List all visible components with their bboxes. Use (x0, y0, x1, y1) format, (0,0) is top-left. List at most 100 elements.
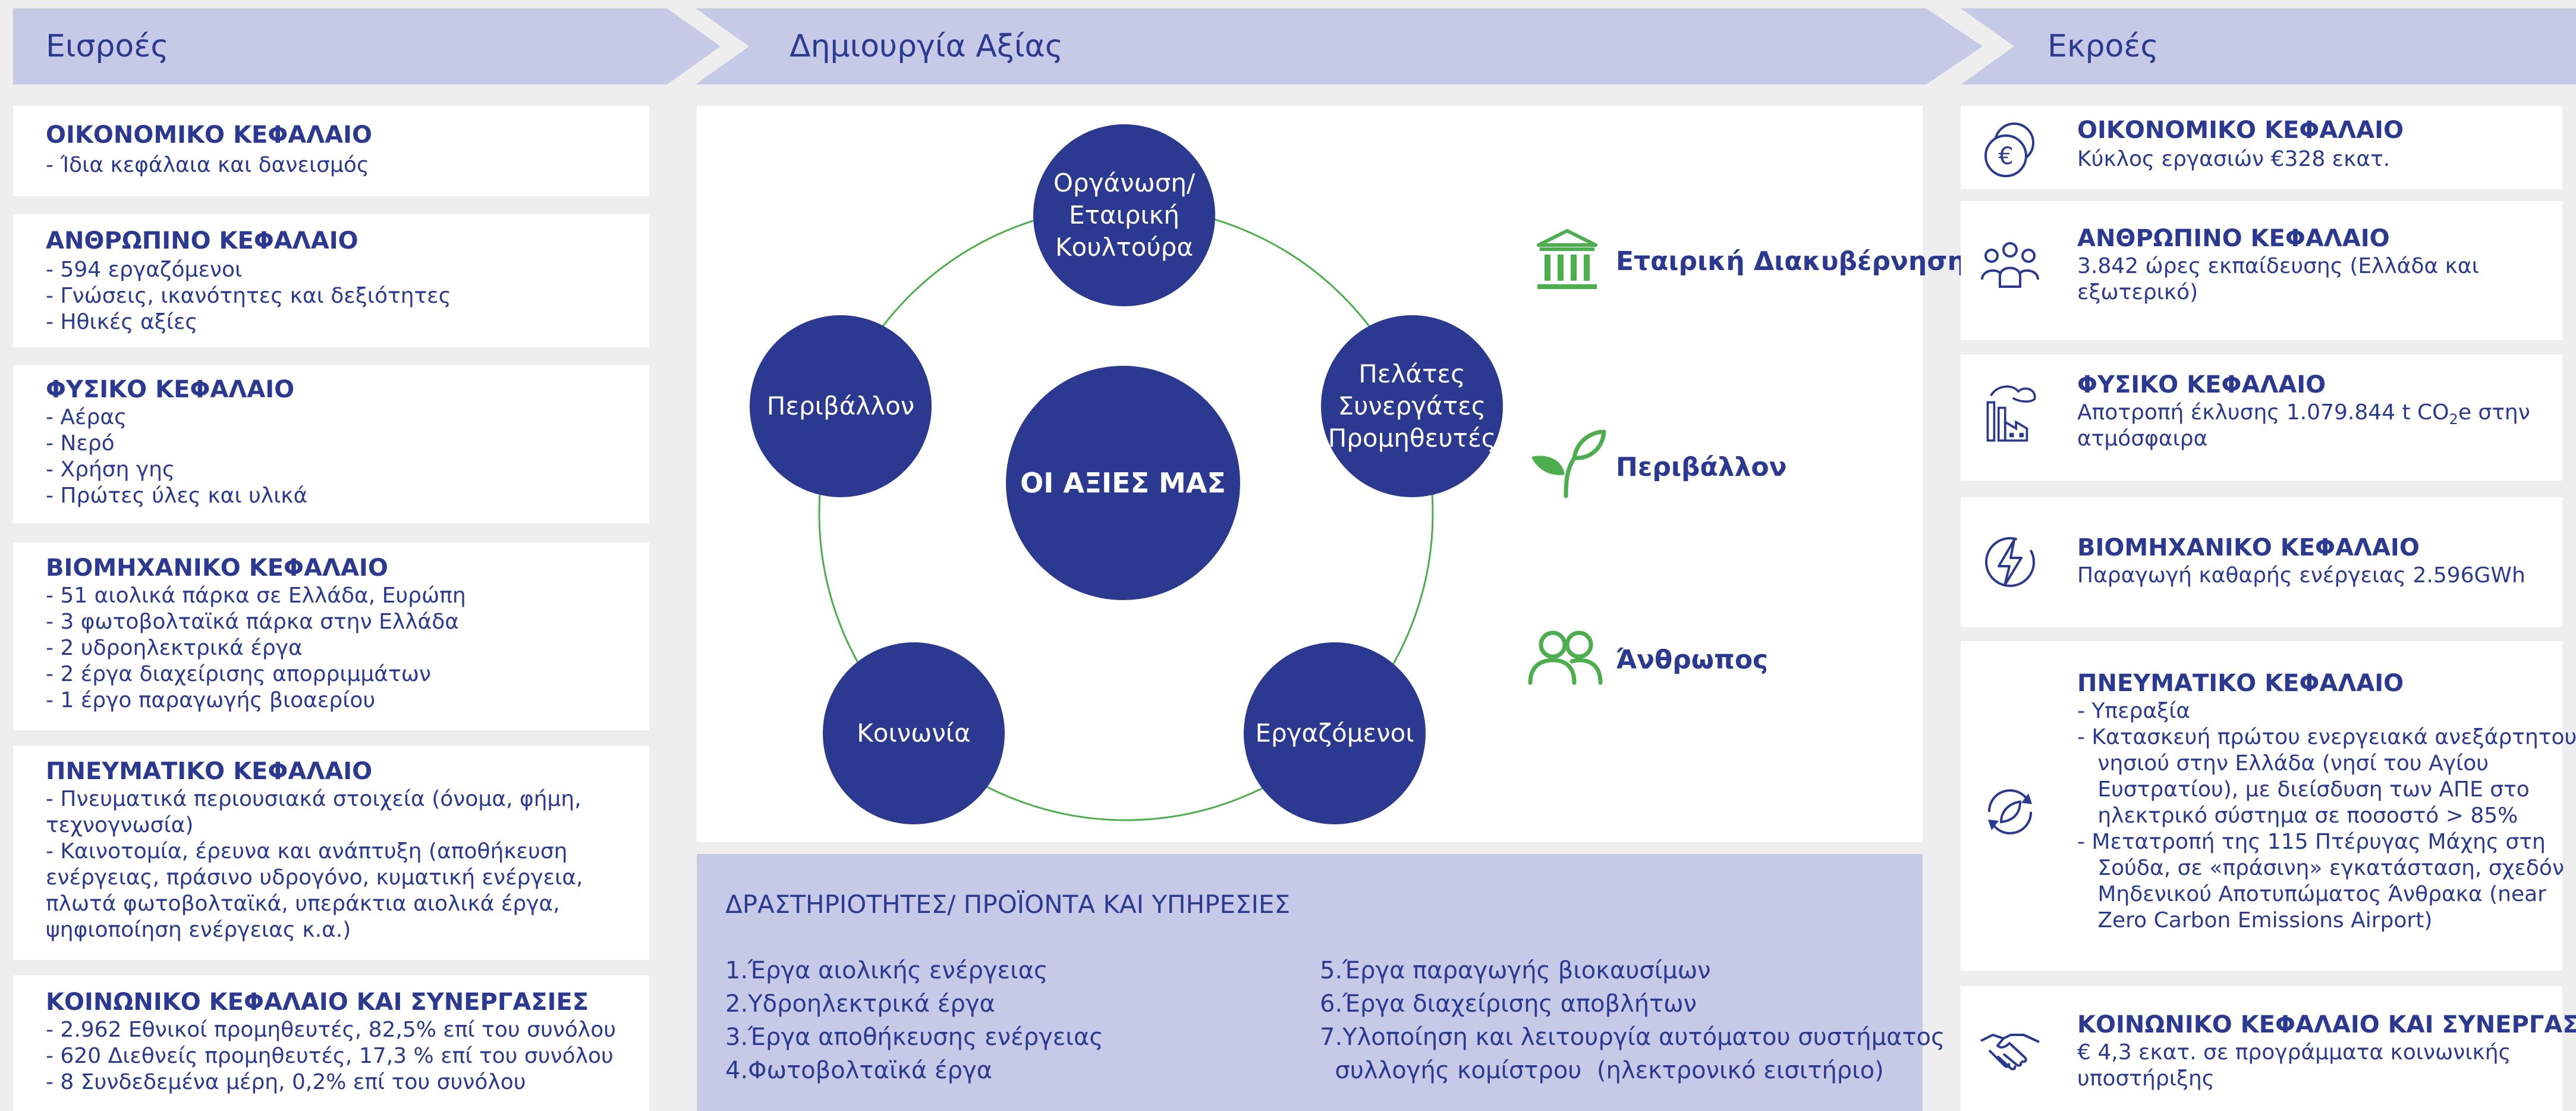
input-line: - 51 αιολικά πάρκα σε Ελλάδα, Ευρώπη (46, 583, 466, 608)
activity-item: 7.Υλοποίηση και λειτουργία αυτόματου συσ… (1320, 1024, 1945, 1051)
input-line: - Ηθικές αξίες (46, 310, 198, 334)
activity-item: 2.Υδροηλεκτρικά έργα (725, 990, 995, 1018)
output-line: - Υπεραξία (2077, 699, 2191, 723)
output-card-intellectual: ΠΝΕΥΜΑΤΙΚΟ ΚΕΦΑΛΑΙΟ - Υπεραξία - Κατασκε… (1961, 641, 2576, 971)
eco-recycle-icon (1987, 789, 2033, 834)
output-card-social: ΚΟΙΝΩΝΙΚΟ ΚΕΦΑΛΑΙΟ ΚΑΙ ΣΥΝΕΡΓΑΣΙΕΣ € 4,3… (1961, 986, 2576, 1111)
output-line: 3.842 ώρες εκπαίδευσης (Ελλάδα και (2077, 254, 2479, 278)
value-wheel-panel: ΟΙ ΑΞΙΕΣ ΜΑΣ Οργάνωση/ Εταιρική Κουλτούρ… (697, 106, 1966, 842)
output-line: Ευστρατίου), με διείσδυση των ΑΠΕ στο (2077, 777, 2530, 802)
co2-subscript: 2 (2449, 411, 2458, 428)
value-node-organisation: Οργάνωση/ Εταιρική Κουλτούρα (1033, 124, 1215, 306)
output-line-co2-text: Αποτροπή έκλυσης 1.079.844 t CO (2077, 400, 2449, 425)
output-line: Μηδενικού Αποτυπώματος Άνθρακα (near (2077, 882, 2546, 906)
input-line: - 3 φωτοβολταϊκά πάρκα στην Ελλάδα (46, 610, 460, 634)
input-title: ΑΝΘΡΩΠΙΝΟ ΚΕΦΑΛΑΙΟ (46, 227, 358, 255)
output-card-natural: ΦΥΣΙΚΟ ΚΕΦΑΛΑΙΟ Αποτροπή έκλυσης 1.079.8… (1961, 354, 2562, 481)
input-line: - Πρώτες ύλες και υλικά (46, 484, 308, 508)
input-title: ΠΝΕΥΜΑΤΙΚΟ ΚΕΦΑΛΑΙΟ (46, 758, 373, 785)
output-line: Παραγωγή καθαρής ενέργειας 2.596GWh (2077, 563, 2525, 588)
input-line: - Αέρας (46, 405, 127, 429)
value-node-employees: Εργαζόμενοι (1244, 642, 1426, 824)
output-line: Σούδα, σε «πράσινη» εγκατάσταση, σχεδόν (2077, 856, 2565, 880)
input-line: - 2 υδροηλεκτρικά έργα (46, 636, 303, 660)
value-node-customers: Πελάτες Συνεργάτες Προμηθευτές (1321, 315, 1503, 497)
value-center-circle: ΟΙ ΑΞΙΕΣ ΜΑΣ (1006, 366, 1240, 600)
inputs-banner-title: Εισροές (46, 29, 169, 64)
output-card-financial: € ΟΙΚΟΝΟΜΙΚΟ ΚΕΦΑΛΑΙΟ Κύκλος εργασιών €3… (1961, 106, 2562, 189)
input-line: - Καινοτομία, έρευνα και ανάπτυξη (αποθή… (46, 839, 568, 864)
input-card-industrial: ΒΙΟΜΗΧΑΝΙΚΟ ΚΕΦΑΛΑΙΟ - 51 αιολικά πάρκα … (13, 542, 649, 730)
output-line: - Κατασκευή πρώτου ενεργειακά ανεξάρτητο… (2077, 725, 2576, 749)
output-line: νησιού στην Ελλάδα (νησί του Αγίου (2077, 751, 2489, 776)
value-node-label: Πελάτες Συνεργάτες Προμηθευτές (1328, 359, 1496, 453)
outputs-banner: Εκροές (1961, 8, 2576, 84)
output-line: Κύκλος εργασιών €328 εκατ. (2077, 147, 2391, 171)
output-line: υποστήριξης (2077, 1066, 2215, 1091)
output-card-industrial: ΒΙΟΜΗΧΑΝΙΚΟ ΚΕΦΑΛΑΙΟ Παραγωγή καθαρής εν… (1961, 497, 2562, 627)
factory-emission-icon (1986, 385, 2036, 442)
activity-item: 4.Φωτοβολταϊκά έργα (725, 1057, 993, 1084)
pillar-environment-label: Περιβάλλον (1616, 452, 1787, 482)
output-title: ΟΙΚΟΝΟΜΙΚΟ ΚΕΦΑΛΑΙΟ (2077, 117, 2404, 144)
government-building-icon (1537, 229, 1597, 289)
output-line: εξωτερικό) (2077, 280, 2198, 305)
input-line: - 620 Διεθνείς προμηθευτές, 17,3 % επί τ… (46, 1044, 614, 1068)
value-node-label: Οργάνωση/ Εταιρική Κουλτούρα (1053, 168, 1196, 262)
input-line: - Χρήση γης (46, 457, 175, 482)
output-line: ατμόσφαιρα (2077, 426, 2208, 451)
input-line: - Γνώσεις, ικανότητες και δεξιότητες (46, 284, 451, 308)
outputs-banner-arrow (1961, 8, 2576, 84)
svg-text:€: € (1998, 143, 2013, 170)
activities-title: ΔΡΑΣΤΗΡΙΟΤΗΤΕΣ/ ΠΡΟΪΟΝΤΑ ΚΑΙ ΥΠΗΡΕΣΙΕΣ (725, 890, 1291, 919)
value-center-label: ΟΙ ΑΞΙΕΣ ΜΑΣ (1020, 467, 1226, 499)
input-line: - 2 έργα διαχείρισης απορριμμάτων (46, 662, 431, 686)
input-line: ενέργειας, πράσινο υδρογόνο, κυματική εν… (46, 865, 583, 890)
outputs-banner-title: Εκροές (2047, 29, 2159, 64)
input-line: - Ίδια κεφάλαια και δανεισμός (46, 153, 370, 177)
team-icon (1981, 242, 2039, 288)
output-line: - Μετατροπή της 115 Πτέρυγας Μάχης στη (2077, 830, 2546, 854)
input-card-social: ΚΟΙΝΩΝΙΚΟ ΚΕΦΑΛΑΙΟ ΚΑΙ ΣΥΝΕΡΓΑΣΙΕΣ - 2.9… (13, 975, 649, 1111)
input-title: ΚΟΙΝΩΝΙΚΟ ΚΕΦΑΛΑΙΟ ΚΑΙ ΣΥΝΕΡΓΑΣΙΕΣ (46, 988, 589, 1016)
input-card-financial: ΟΙΚΟΝΟΜΙΚΟ ΚΕΦΑΛΑΙΟ - Ίδια κεφάλαια και … (13, 106, 649, 196)
handshake-icon (1980, 1034, 2040, 1071)
input-line: - Πνευματικά περιουσιακά στοιχεία (όνομα… (46, 787, 581, 811)
input-line: πλωτά φωτοβολταϊκά, υπεράκτια αιολικά έρ… (46, 892, 560, 916)
people-icon (1528, 630, 1603, 685)
output-line-co2-suffix: e στην (2458, 400, 2530, 425)
output-title: ΠΝΕΥΜΑΤΙΚΟ ΚΕΦΑΛΑΙΟ (2077, 670, 2404, 697)
output-title: ΒΙΟΜΗΧΑΝΙΚΟ ΚΕΦΑΛΑΙΟ (2077, 534, 2420, 561)
output-title: ΚΟΙΝΩΝΙΚΟ ΚΕΦΑΛΑΙΟ ΚΑΙ ΣΥΝΕΡΓΑΣΙΕΣ (2077, 1011, 2576, 1038)
euro-coins-icon: € (1984, 123, 2034, 177)
input-line: - Νερό (46, 431, 115, 456)
value-creation-banner-arrow (696, 8, 1983, 84)
activity-item: 6.Έργα διαχείρισης αποβλήτων (1320, 990, 1697, 1018)
pillar-governance-label: Εταιρική Διακυβέρνηση (1616, 246, 1966, 277)
input-title: ΦΥΣΙΚΟ ΚΕΦΑΛΑΙΟ (46, 376, 295, 403)
activities-panel: ΔΡΑΣΤΗΡΙΟΤΗΤΕΣ/ ΠΡΟΪΟΝΤΑ ΚΑΙ ΥΠΗΡΕΣΙΕΣ 1… (697, 854, 1945, 1111)
sprout-icon (1531, 429, 1606, 498)
pillar-people-label: Άνθρωπος (1616, 645, 1769, 675)
inputs-banner: Εισροές (13, 8, 726, 84)
input-line: - 8 Συνδεδεμένα μέρη, 0,2% επί του συνόλ… (46, 1070, 526, 1094)
input-line: τεχνογνωσία) (46, 813, 194, 837)
output-line: € 4,3 εκατ. σε προγράμματα κοινωνικής (2077, 1040, 2511, 1065)
value-node-label: Περιβάλλον (766, 391, 915, 420)
input-title: ΟΙΚΟΝΟΜΙΚΟ ΚΕΦΑΛΑΙΟ (46, 121, 373, 149)
output-line-co2: Αποτροπή έκλυσης 1.079.844 t CO2e στην (2077, 400, 2530, 432)
value-node-society: Κοινωνία (823, 642, 1005, 824)
value-creation-banner: Δημιουργία Αξίας (696, 8, 1992, 84)
output-title: ΦΥΣΙΚΟ ΚΕΦΑΛΑΙΟ (2077, 371, 2326, 398)
value-creation-banner-title: Δημιουργία Αξίας (790, 29, 1064, 64)
activity-item: συλλογής κομίστρου (ηλεκτρονικό εισιτήρι… (1320, 1057, 1884, 1084)
value-node-label: Εργαζόμενοι (1255, 718, 1414, 748)
input-line: ψηφιοποίηση ενέργειας κ.α.) (46, 918, 351, 942)
activity-item: 5.Έργα παραγωγής βιοκαυσίμων (1320, 957, 1711, 984)
inputs-banner-arrow (13, 8, 721, 84)
output-title: ΑΝΘΡΩΠΙΝΟ ΚΕΦΑΛΑΙΟ (2077, 225, 2390, 252)
output-card-human: ΑΝΘΡΩΠΙΝΟ ΚΕΦΑΛΑΙΟ 3.842 ώρες εκπαίδευση… (1961, 201, 2562, 340)
value-node-label: Κοινωνία (857, 718, 971, 748)
activity-item: 3.Έργα αποθήκευσης ενέργειας (725, 1024, 1103, 1051)
input-card-human: ΑΝΘΡΩΠΙΝΟ ΚΕΦΑΛΑΙΟ - 594 εργαζόμενοι - Γ… (13, 214, 649, 347)
